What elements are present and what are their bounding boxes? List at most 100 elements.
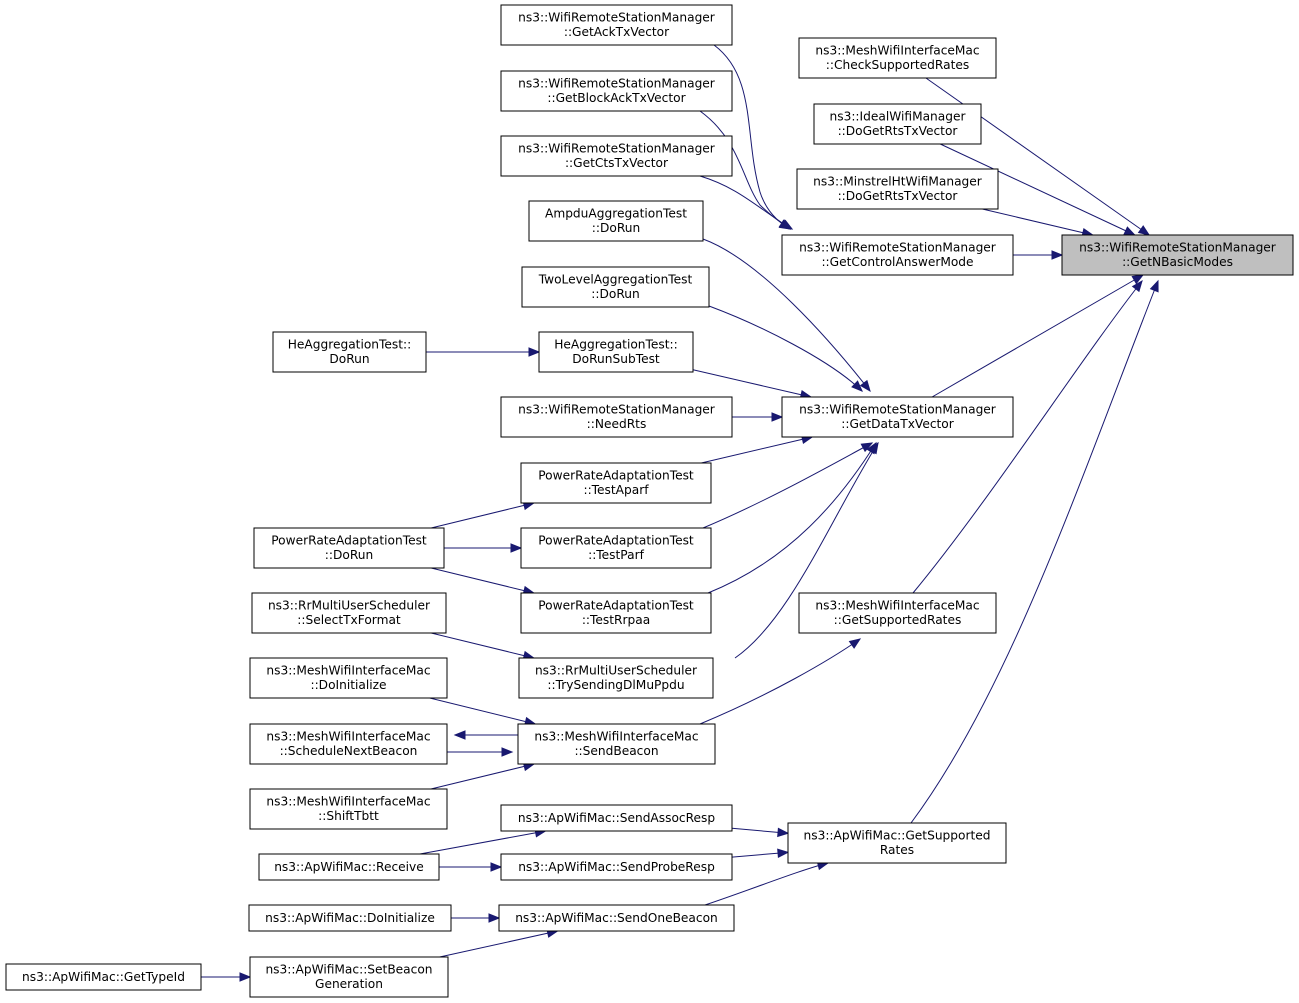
node-label: ns3::RrMultiUserScheduler xyxy=(535,664,698,678)
node-box xyxy=(517,723,716,765)
edge-mesh_send_beacon-to-mesh_get_supported_rates xyxy=(699,638,862,725)
node-box xyxy=(798,592,997,634)
edge-ampdu_do_run-to-get_data_tx_vector xyxy=(702,238,871,393)
node-ap-send-assoc-resp[interactable]: ns3::ApWifiMac::SendAssocResp xyxy=(500,804,733,832)
node-mesh-send-beacon[interactable]: ns3::MeshWifiInterfaceMac::SendBeacon xyxy=(517,723,716,765)
edge-line xyxy=(940,143,1135,236)
node-label: ns3::ApWifiMac::GetSupported xyxy=(804,829,991,843)
node-get-cts-tx-vector[interactable]: ns3::WifiRemoteStationManager::GetCtsTxV… xyxy=(500,135,733,177)
edge-ap_do_initialize-to-ap_send_one_beacon xyxy=(451,913,501,923)
node-box xyxy=(251,592,447,634)
node-prat-do-run[interactable]: PowerRateAdaptationTest::DoRun xyxy=(253,527,445,569)
edge-ap_receive-to-ap_send_probe_resp xyxy=(439,862,503,872)
node-label: ns3::WifiRemoteStationManager xyxy=(1079,241,1277,255)
node-mesh-schedule-next-beacon[interactable]: ns3::MeshWifiInterfaceMac::ScheduleNextB… xyxy=(249,723,448,765)
node-box xyxy=(787,822,1007,864)
node-he-do-run[interactable]: HeAggregationTest::DoRun xyxy=(272,331,427,373)
edge-line xyxy=(431,567,534,594)
node-need-rts[interactable]: ns3::WifiRemoteStationManager::NeedRts xyxy=(500,396,733,438)
node-rr-select-tx-format[interactable]: ns3::RrMultiUserScheduler::SelectTxForma… xyxy=(251,592,447,634)
node-ap-get-type-id[interactable]: ns3::ApWifiMac::GetTypeId xyxy=(5,963,202,991)
node-label: ::CheckSupportedRates xyxy=(826,58,969,72)
node-ideal-do-get-rts[interactable]: ns3::IdealWifiManager::DoGetRtsTxVector xyxy=(813,103,982,145)
edge-prat_do_run-to-test_aparf xyxy=(431,500,536,529)
node-check-supported-rates[interactable]: ns3::MeshWifiInterfaceMac::CheckSupporte… xyxy=(798,37,997,79)
node-get-block-ack-tx-vector[interactable]: ns3::WifiRemoteStationManager::GetBlockA… xyxy=(500,70,733,112)
node-label: ns3::ApWifiMac::DoInitialize xyxy=(265,911,435,925)
node-ap-send-one-beacon[interactable]: ns3::ApWifiMac::SendOneBeacon xyxy=(498,904,735,932)
node-get-control-answer-mode[interactable]: ns3::WifiRemoteStationManager::GetContro… xyxy=(781,234,1014,276)
node-ap-get-supported-rates[interactable]: ns3::ApWifiMac::GetSupportedRates xyxy=(787,822,1007,864)
node-mesh-shift-tbtt[interactable]: ns3::MeshWifiInterfaceMac::ShiftTbtt xyxy=(249,788,448,830)
node-label: ns3::MeshWifiInterfaceMac xyxy=(534,730,698,744)
node-test-parf[interactable]: PowerRateAdaptationTest::TestParf xyxy=(520,527,712,569)
node-label: ::DoGetRtsTxVector xyxy=(838,124,959,138)
edge-test_parf-to-get_data_tx_vector xyxy=(702,442,874,529)
edge-mesh_get_supported_rates-to-root xyxy=(912,279,1143,594)
node-get-ack-tx-vector[interactable]: ns3::WifiRemoteStationManager::GetAckTxV… xyxy=(500,4,733,46)
node-ap-send-probe-resp[interactable]: ns3::ApWifiMac::SendProbeResp xyxy=(500,853,733,881)
arrow-head-icon xyxy=(780,219,794,230)
edge-line xyxy=(692,369,811,398)
node-label: ns3::MeshWifiInterfaceMac xyxy=(266,664,430,678)
node-label: HeAggregationTest:: xyxy=(554,338,677,352)
node-box xyxy=(500,70,733,112)
arrow-head-icon xyxy=(501,747,514,757)
edge-mesh_shift_tbtt-to-mesh_send_beacon xyxy=(430,761,536,790)
node-ap-receive[interactable]: ns3::ApWifiMac::Receive xyxy=(258,853,440,881)
node-minstrel-do-get-rts[interactable]: ns3::MinstrelHtWifiManager::DoGetRtsTxVe… xyxy=(796,168,999,210)
node-label: ::GetAckTxVector xyxy=(564,25,670,39)
node-twolevel-do-run[interactable]: TwoLevelAggregationTest::DoRun xyxy=(521,266,710,308)
node-label: HeAggregationTest:: xyxy=(288,338,411,352)
node-label: ::GetControlAnswerMode xyxy=(821,255,973,269)
node-box xyxy=(500,396,733,438)
arrow-head-icon xyxy=(859,379,871,393)
node-box xyxy=(798,37,997,79)
node-label: ::NeedRts xyxy=(587,417,647,431)
node-ampdu-do-run[interactable]: AmpduAggregationTest::DoRun xyxy=(528,200,704,242)
node-box xyxy=(520,527,712,569)
node-box xyxy=(813,103,982,145)
edge-line xyxy=(931,274,1144,398)
node-label: ::GetBlockAckTxVector xyxy=(547,91,686,105)
node-label: ::DoRun xyxy=(325,548,373,562)
node-get-data-tx-vector[interactable]: ns3::WifiRemoteStationManager::GetDataTx… xyxy=(781,396,1014,438)
edge-ap_set_beacon_generation-to-ap_send_one_beacon xyxy=(439,928,559,958)
edge-ap_get_supported_rates-to-root xyxy=(910,279,1159,824)
edges-layer xyxy=(201,44,1159,982)
edge-he_do_run-to-he_do_run_subtest xyxy=(426,347,541,357)
node-he-do-run-subtest[interactable]: HeAggregationTest::DoRunSubTest xyxy=(538,331,694,373)
edge-line xyxy=(704,862,829,906)
edge-line xyxy=(439,930,558,958)
node-label: ns3::WifiRemoteStationManager xyxy=(518,403,716,417)
node-label: ns3::IdealWifiManager xyxy=(830,110,967,124)
edge-rr_select_tx_format-to-rr_try_sending xyxy=(431,632,536,661)
arrow-head-icon xyxy=(1123,226,1136,236)
node-label: PowerRateAdaptationTest xyxy=(271,534,427,548)
node-label: ::GetNBasicModes xyxy=(1122,255,1233,269)
node-label: ::ScheduleNextBeacon xyxy=(280,744,418,758)
node-box xyxy=(500,804,733,832)
node-rr-try-sending[interactable]: ns3::RrMultiUserScheduler::TrySendingDlM… xyxy=(518,657,714,699)
node-label: ::DoRun xyxy=(591,287,639,301)
node-mesh-do-initialize[interactable]: ns3::MeshWifiInterfaceMac::DoInitialize xyxy=(249,657,448,699)
edge-ap_receive-to-ap_send_assoc_resp xyxy=(419,828,547,855)
node-box xyxy=(249,788,448,830)
node-test-rrpaa[interactable]: PowerRateAdaptationTest::TestRrpaa xyxy=(520,592,712,634)
edge-get_cts_tx_vector-to-get_control_answer_mode xyxy=(699,175,794,230)
node-test-aparf[interactable]: PowerRateAdaptationTest::TestAparf xyxy=(520,462,712,504)
node-mesh-get-supported-rates[interactable]: ns3::MeshWifiInterfaceMac::GetSupportedR… xyxy=(798,592,997,634)
edge-test_rrpaa-to-get_data_tx_vector xyxy=(707,441,877,594)
edge-rr_try_sending-to-get_data_tx_vector xyxy=(734,441,879,659)
node-label: ns3::ApWifiMac::Receive xyxy=(274,860,424,874)
node-ap-do-initialize[interactable]: ns3::ApWifiMac::DoInitialize xyxy=(248,904,452,932)
node-label: PowerRateAdaptationTest xyxy=(538,599,694,613)
node-root[interactable]: ns3::WifiRemoteStationManager::GetNBasic… xyxy=(1061,234,1294,276)
node-box xyxy=(520,592,712,634)
node-box xyxy=(518,657,714,699)
node-box xyxy=(538,331,694,373)
edge-line xyxy=(429,697,536,725)
node-label: ::DoGetRtsTxVector xyxy=(838,189,959,203)
edge-line xyxy=(925,77,1150,236)
